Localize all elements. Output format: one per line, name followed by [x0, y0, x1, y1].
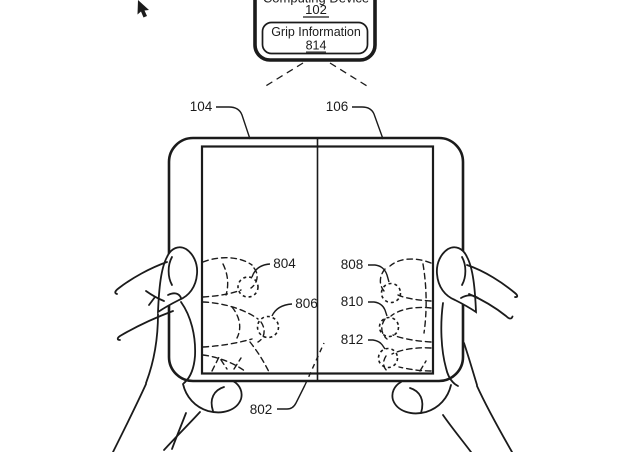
touch-circle-806 — [256, 315, 280, 339]
callout-804-leader — [251, 263, 271, 278]
finger-outline-dashed — [257, 321, 265, 343]
callout-104: 104 — [190, 99, 251, 140]
right-palm-crease — [460, 294, 479, 299]
finger-outline-dashed — [391, 347, 432, 355]
finger-outline-dashed — [202, 338, 253, 348]
callout-106: 106 — [326, 99, 384, 140]
finger-crease-dashed — [231, 306, 241, 339]
left-palm-crease — [167, 292, 182, 299]
finger-claw-dashed — [233, 357, 242, 370]
callout-806-label: 806 — [295, 296, 318, 311]
callout-802-leader-dashed — [304, 342, 325, 386]
finger-outline-dashed — [202, 354, 247, 373]
finger-outline-dashed — [382, 355, 390, 373]
right-grip-contacts — [377, 258, 432, 373]
right-index-top-line — [466, 264, 519, 298]
callout-106-leader — [352, 106, 384, 140]
signal-dash-right — [329, 62, 368, 87]
left-wrist-mid — [171, 412, 187, 450]
grip-info-label: Grip Information — [271, 25, 361, 39]
left-thumb — [157, 246, 199, 314]
callout-802-leader — [277, 384, 306, 410]
callout-804-label: 804 — [273, 256, 296, 271]
callout-808-leader — [368, 264, 390, 283]
right-thumbnail — [461, 256, 467, 286]
clipped-title-text: Computing Device — [263, 0, 369, 6]
callout-106-label: 106 — [326, 99, 349, 114]
finger-outline-dashed — [392, 334, 432, 343]
callout-806-leader — [271, 303, 293, 317]
left-hand — [112, 246, 243, 452]
grip-ref-label: 814 — [306, 39, 327, 53]
callout-808-label: 808 — [341, 257, 364, 272]
finger-outline-dashed — [250, 267, 258, 289]
grip-info-box — [261, 21, 369, 55]
callout-806: 806 — [271, 296, 318, 317]
computing-device-box-border — [253, 0, 377, 62]
finger-outline-dashed — [202, 289, 242, 298]
right-curled-finger-inner — [409, 387, 424, 414]
left-grip-contacts — [202, 257, 280, 373]
signal-dash-left — [263, 62, 304, 88]
finger-outline-dashed — [381, 318, 388, 340]
callout-104-label: 104 — [190, 99, 213, 114]
finger-crease-dashed — [422, 263, 427, 334]
right-wrist-inner — [442, 414, 472, 452]
right-index-bottom-line — [468, 293, 514, 320]
device-ref-label: 102 — [305, 2, 327, 17]
right-wrist-outer — [476, 385, 513, 452]
right-palm-side — [463, 342, 478, 386]
callout-808: 808 — [341, 257, 390, 283]
touch-circle-808 — [380, 282, 402, 304]
touch-circle-810 — [378, 316, 400, 338]
callout-812-leader — [368, 339, 386, 350]
finger-outline-dashed — [202, 257, 253, 266]
finger-outline-dashed — [398, 366, 432, 372]
callout-802-label: 802 — [250, 402, 273, 417]
callout-810-leader — [368, 301, 388, 317]
callout-810: 810 — [341, 294, 388, 317]
touch-circle-804 — [237, 276, 259, 298]
callout-804: 804 — [251, 256, 296, 278]
left-wrist-outer — [112, 383, 147, 452]
left-index-top-line — [114, 261, 168, 295]
callout-812-label: 812 — [341, 332, 364, 347]
cursor-icon — [137, 0, 149, 18]
left-wrist-inner — [163, 411, 201, 451]
finger-outline-dashed — [202, 301, 259, 320]
touch-circle-812 — [377, 347, 399, 369]
callout-812: 812 — [341, 332, 386, 350]
finger-claw-dashed — [211, 355, 228, 372]
right-curled-fingers — [391, 381, 452, 415]
left-curled-finger-inner — [210, 386, 225, 412]
left-curled-fingers — [182, 380, 243, 414]
computing-device-box: Computing Device 102 Grip Information 81… — [253, 0, 377, 88]
callout-810-label: 810 — [341, 294, 364, 309]
left-index-bottom-line — [116, 310, 174, 341]
finger-claw-dashed — [419, 360, 427, 372]
callout-104-leader — [216, 106, 251, 140]
callout-802: 802 — [250, 384, 306, 417]
finger-crease-dashed — [222, 263, 229, 296]
finger-outline-dashed — [390, 306, 432, 317]
right-palm-edge — [440, 302, 459, 387]
left-palm-side — [145, 313, 159, 384]
left-palm-crease — [148, 296, 156, 306]
left-palm-edge — [180, 301, 196, 384]
left-thumbnail — [167, 256, 173, 286]
finger-outline-dashed — [389, 258, 432, 267]
finger-outline-dashed — [379, 268, 386, 292]
right-hand — [391, 246, 519, 452]
finger-outline-dashed — [249, 341, 270, 373]
